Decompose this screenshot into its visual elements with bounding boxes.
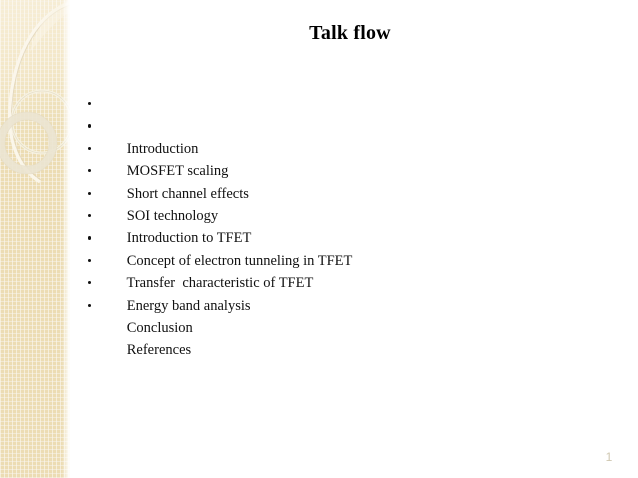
list-item: References <box>88 295 588 358</box>
bullet-dot-icon <box>88 236 92 240</box>
list-item-label: Energy band analysis <box>126 297 251 314</box>
list-item-label: Conclusion <box>126 319 193 336</box>
talk-flow-list: Introduction MOSFET scaling Short channe… <box>88 93 588 358</box>
bullet-dot-icon <box>88 124 92 128</box>
bullet-dot-icon <box>88 258 92 262</box>
list-item-label: Introduction <box>126 140 199 157</box>
decorative-sidebar <box>0 0 70 478</box>
sidebar-right-edge <box>62 0 70 478</box>
list-item: Conclusion <box>88 272 588 336</box>
list-item-label: SOI technology <box>126 207 219 224</box>
sidebar-dot-texture <box>0 0 70 478</box>
bullet-dot-icon <box>88 281 92 285</box>
list-item-label: Transfer characteristic of TFET <box>126 275 314 292</box>
list-item-label: References <box>126 342 192 359</box>
page-title: Talk flow <box>309 22 391 44</box>
list-item: Introduction to TFET <box>88 183 588 246</box>
list-item: SOI technology <box>88 160 588 224</box>
bullet-dot-icon <box>88 169 92 173</box>
page-number: 1 <box>605 450 613 464</box>
list-item: Transfer characteristic of TFET <box>88 227 588 291</box>
list-item: Energy band analysis <box>88 250 588 314</box>
bullet-dot-icon <box>88 213 92 218</box>
list-item: Introduction <box>88 93 588 157</box>
list-item: Concept of electron tunneling in TFET <box>88 205 588 269</box>
bullet-dot-icon <box>88 146 92 150</box>
bullet-dot-icon <box>88 191 92 195</box>
sidebar-ring-ornament <box>0 0 70 184</box>
list-item: Short channel effects <box>88 138 588 202</box>
bullet-dot-icon <box>88 102 92 106</box>
list-item-label: MOSFET scaling <box>126 163 229 180</box>
list-item-label: Short channel effects <box>126 185 249 202</box>
list-item-label: Introduction to TFET <box>126 230 252 247</box>
list-item: MOSFET scaling <box>88 115 588 179</box>
list-item-label: Concept of electron tunneling in TFET <box>126 252 353 269</box>
bullet-dot-icon <box>88 303 92 307</box>
